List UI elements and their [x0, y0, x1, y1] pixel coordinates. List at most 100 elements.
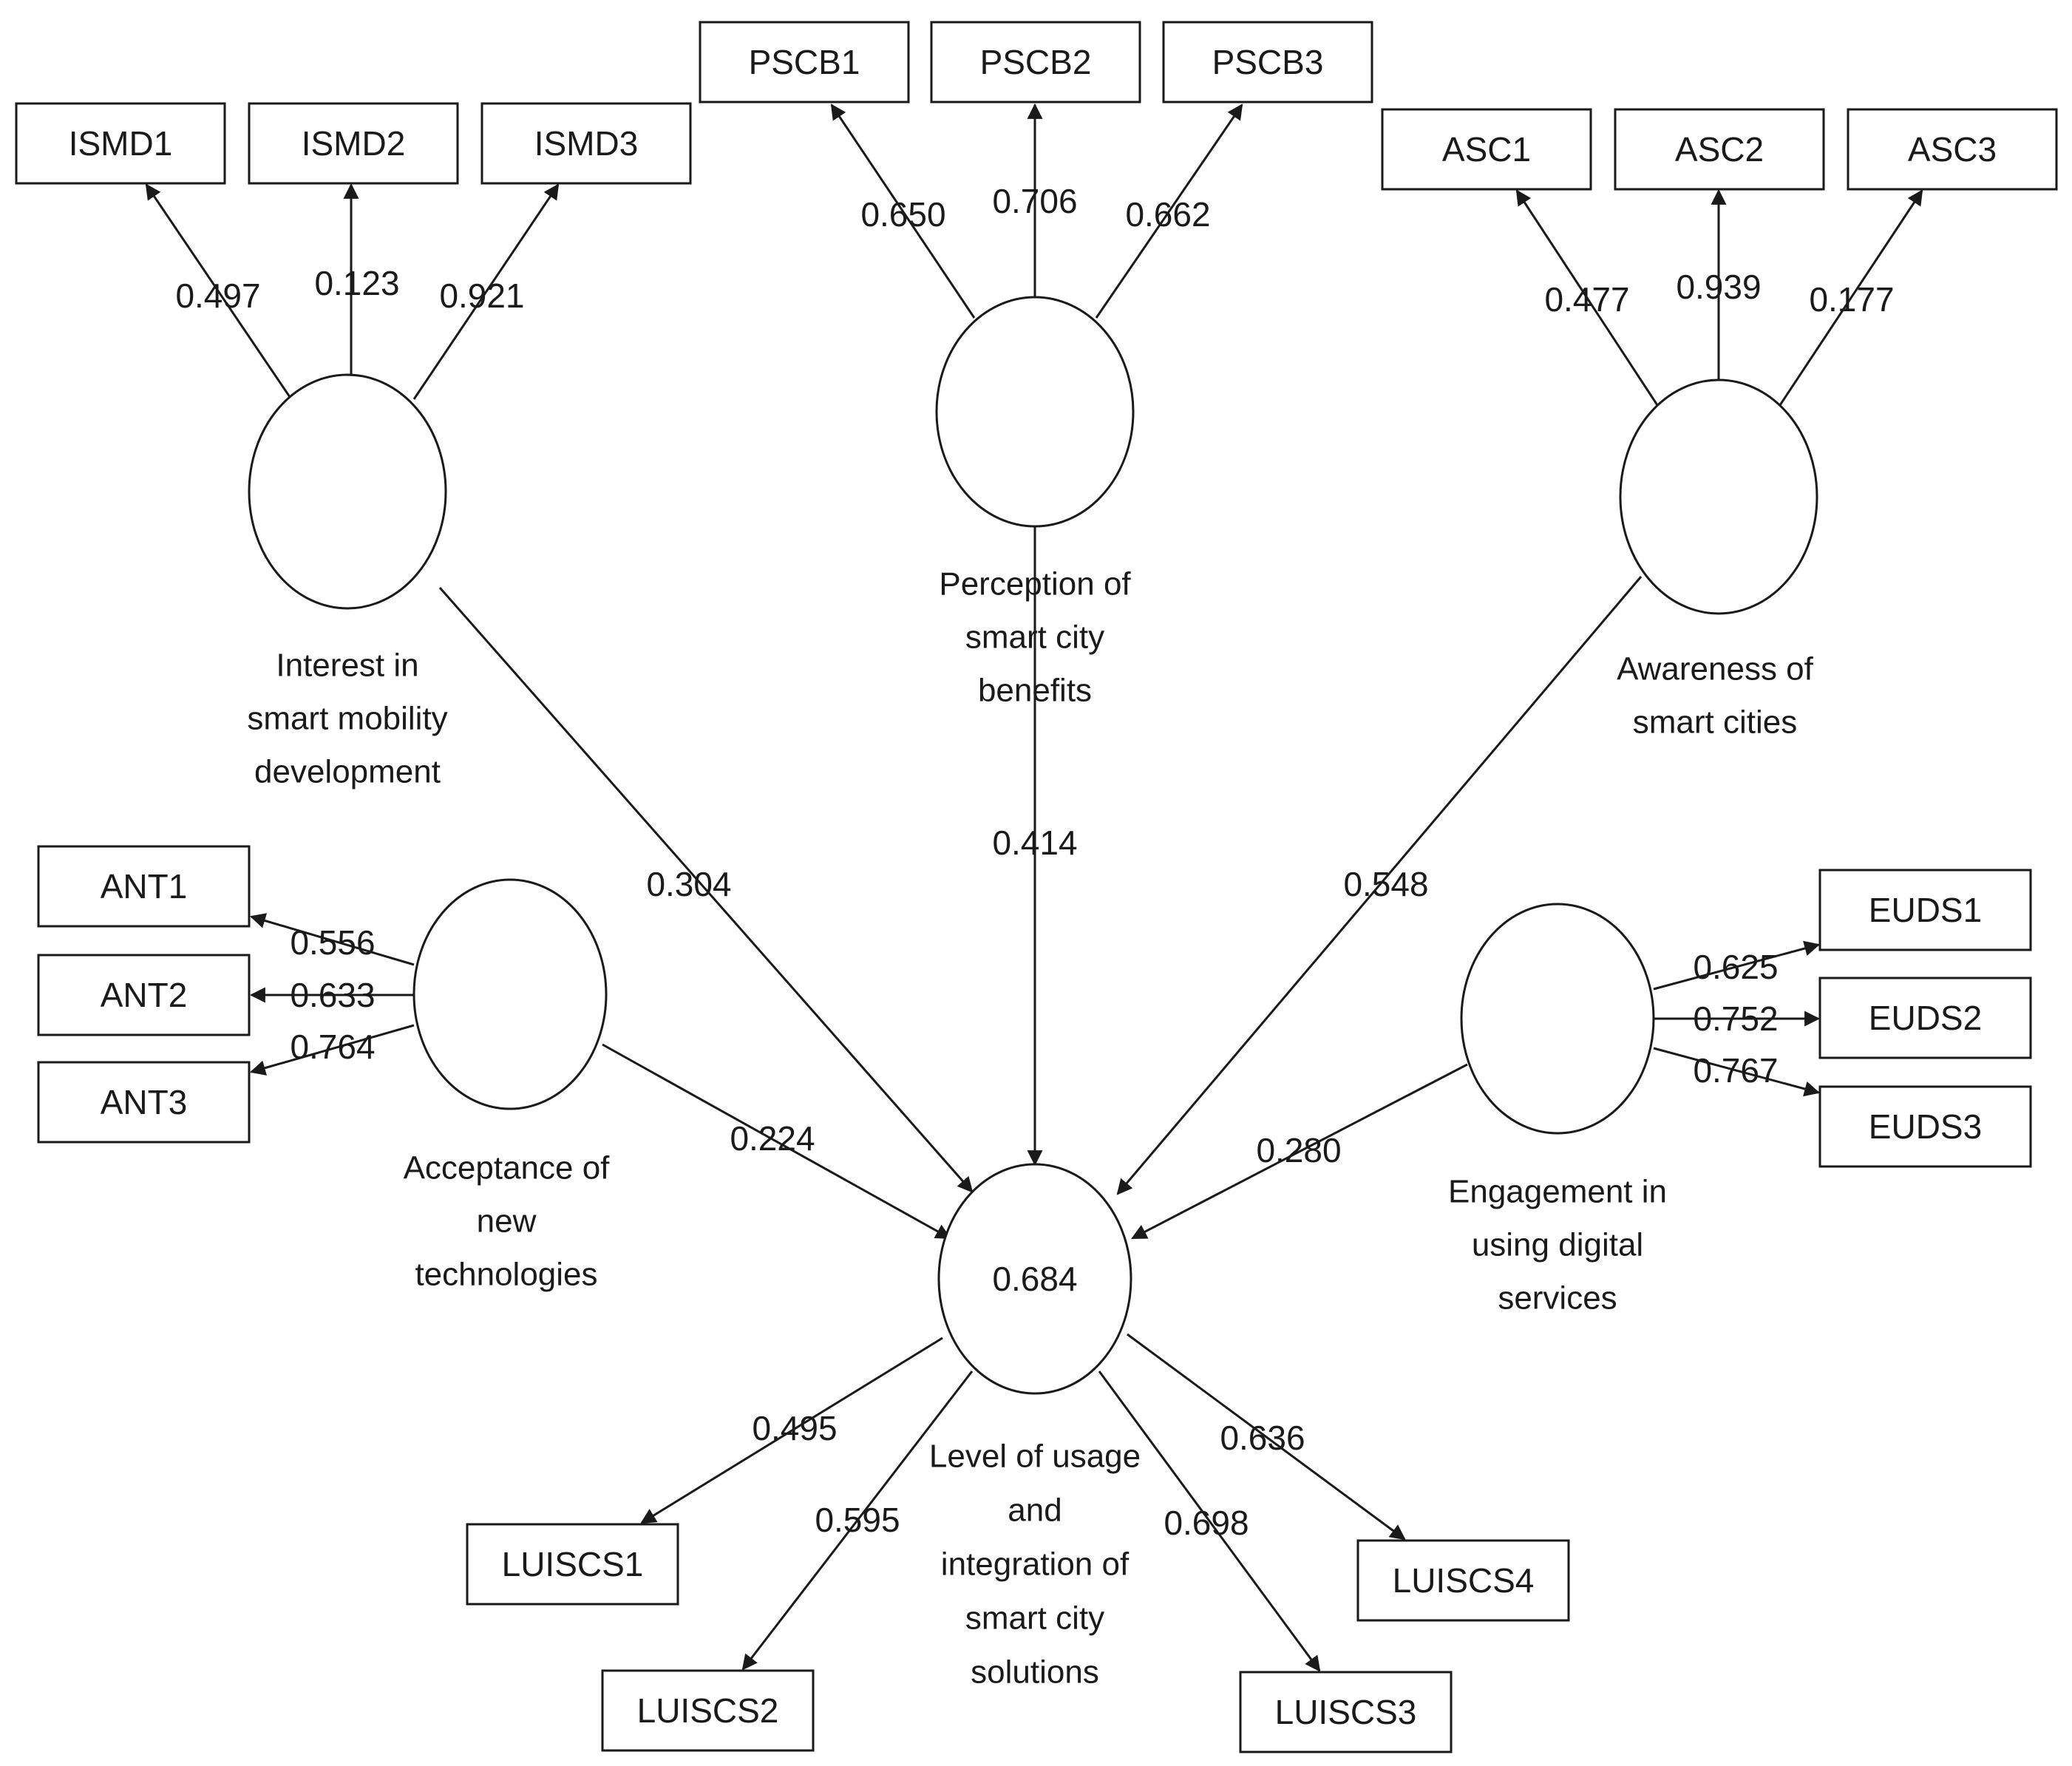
loading-luiscs2-line: [741, 1371, 974, 1671]
indicator-asc3-label: ASC3: [1908, 130, 1997, 169]
loading-pscb1-line: [830, 103, 976, 319]
indicator-luiscs1-box: [466, 1523, 679, 1606]
loading-ant3-value: 0.764: [290, 1028, 375, 1066]
indicator-pscb1-box: [699, 21, 910, 103]
path-coef-ismd: 0.304: [646, 865, 731, 903]
indicator-ant2-box: [37, 954, 251, 1036]
construct-pscb-label-line: benefits: [978, 673, 1092, 709]
loading-ismd2-value: 0.123: [314, 264, 399, 302]
loading-luiscs4-value: 0.636: [1220, 1419, 1305, 1457]
loading-luiscs2-value: 0.595: [815, 1501, 900, 1539]
indicator-ant3-box: [37, 1061, 251, 1144]
loading-asc1-value: 0.477: [1544, 280, 1629, 319]
loading-ant1-value-bg: [291, 922, 374, 963]
construct-luiscs-circle: [937, 1163, 1132, 1395]
loading-asc3-line: [1779, 189, 1923, 406]
construct-luiscs-label-line: and: [1008, 1492, 1062, 1529]
loading-pscb1-value: 0.650: [860, 195, 945, 234]
loading-euds3-line: [1653, 1047, 1821, 1097]
edges-layer: [145, 103, 1923, 1672]
indicator-euds1-box: [1818, 869, 2032, 951]
indicator-euds3-label: EUDS3: [1869, 1107, 1982, 1146]
indicator-ant3-label: ANT3: [101, 1083, 188, 1121]
loading-pscb2-value: 0.706: [992, 182, 1077, 220]
loading-luiscs3-line: [1098, 1371, 1321, 1672]
shapes-layer: [15, 21, 2058, 1753]
construct-euds-label-line: Engagement in: [1448, 1174, 1667, 1210]
loading-pscb3-line: [1095, 103, 1243, 319]
loading-asc3-value-bg: [1806, 279, 1898, 320]
indicator-euds3-box: [1818, 1085, 2032, 1168]
path-coef-pscb: 0.414: [992, 823, 1077, 862]
loading-ismd2-value-bg: [311, 262, 403, 304]
indicator-ant1-box: [37, 845, 251, 928]
loading-ismd3-line: [412, 183, 560, 400]
construct-euds-label-line: using digital: [1472, 1227, 1643, 1263]
construct-luiscs-label-line: solutions: [971, 1654, 1099, 1691]
indicator-ismd1-box: [15, 102, 226, 185]
indicator-luiscs3-label: LUISCS3: [1275, 1693, 1417, 1731]
construct-ismd-label-line: development: [254, 754, 441, 790]
indicator-euds2-label: EUDS2: [1869, 999, 1982, 1037]
indicator-luiscs1-label: LUISCS1: [502, 1545, 644, 1583]
loading-ismd3-value: 0.921: [439, 276, 524, 315]
loading-euds1-value: 0.625: [1693, 948, 1778, 986]
indicator-asc2-box: [1614, 108, 1825, 191]
indicator-luiscs4-label: LUISCS4: [1393, 1561, 1535, 1600]
indicator-euds2-box: [1818, 977, 2032, 1059]
construct-ant-label-line: Acceptance of: [404, 1150, 611, 1186]
path-coef-euds: 0.280: [1256, 1131, 1341, 1169]
loading-ant1-line: [249, 913, 415, 966]
loading-asc2-value: 0.939: [1676, 268, 1761, 306]
loading-luiscs1-line: [640, 1337, 943, 1524]
indicator-euds1-label: EUDS1: [1869, 891, 1982, 929]
loading-pscb3-value: 0.662: [1125, 195, 1210, 234]
loading-ismd1-value: 0.497: [175, 276, 260, 315]
construct-pscb-label-line: Perception of: [939, 566, 1131, 602]
construct-ant-label-line: new: [477, 1203, 537, 1240]
loading-luiscs4-value-bg: [1217, 1417, 1308, 1458]
indicator-ant1-label: ANT1: [101, 867, 188, 906]
construct-ismd-label-line: Interest in: [276, 648, 418, 684]
indicator-luiscs2-box: [601, 1669, 815, 1752]
loading-ant2-value: 0.633: [290, 976, 375, 1014]
loading-pscb1-value-bg: [857, 194, 949, 235]
loading-luiscs4-line: [1127, 1333, 1406, 1541]
construct-luiscs-label-line: Level of usage: [929, 1439, 1141, 1475]
indicator-ismd2-label: ISMD2: [302, 124, 406, 163]
loading-ismd3-value-bg: [436, 275, 528, 316]
path-asc-to-luiscs-line: [1116, 576, 1643, 1195]
path-ismd-to-luiscs-line: [438, 587, 974, 1193]
construct-ismd-circle: [248, 373, 447, 610]
construct-luiscs-label-line: integration of: [941, 1546, 1130, 1583]
loading-luiscs3-value: 0.698: [1164, 1504, 1249, 1542]
indicator-pscb2-label: PSCB2: [980, 43, 1092, 81]
loading-ant3-line: [249, 1024, 415, 1076]
construct-euds-label-line: services: [1498, 1280, 1617, 1317]
loading-asc1-line: [1515, 189, 1659, 406]
construct-ismd-label-line: smart mobility: [247, 701, 447, 737]
path-coef-asc-bg: [1338, 863, 1434, 905]
indicator-luiscs2-label: LUISCS2: [637, 1691, 779, 1730]
path-coef-ant: 0.224: [730, 1119, 815, 1158]
indicator-asc1-box: [1381, 108, 1592, 191]
path-ant-to-luiscs-line: [602, 1043, 951, 1240]
construct-luiscs-label-line: smart city: [965, 1600, 1104, 1637]
construct-euds-circle: [1460, 903, 1655, 1135]
indicator-pscb3-box: [1162, 21, 1373, 103]
loading-euds1-line: [1653, 940, 1821, 991]
construct-ant-label-line: technologies: [415, 1257, 597, 1293]
path-euds-to-luiscs-line: [1131, 1063, 1468, 1240]
loading-ismd1-value-bg: [172, 275, 264, 316]
loading-asc3-value: 0.177: [1809, 280, 1894, 319]
indicator-ismd3-label: ISMD3: [534, 124, 639, 163]
construct-asc-label-line: Awareness of: [1617, 651, 1814, 687]
construct-asc-label-line: smart cities: [1633, 704, 1797, 741]
indicator-pscb2-box: [930, 21, 1141, 103]
construct-pscb-circle: [935, 296, 1135, 528]
loading-euds2-value: 0.752: [1693, 999, 1778, 1038]
loading-ismd1-line: [145, 183, 291, 398]
construct-ant-circle: [412, 878, 608, 1110]
